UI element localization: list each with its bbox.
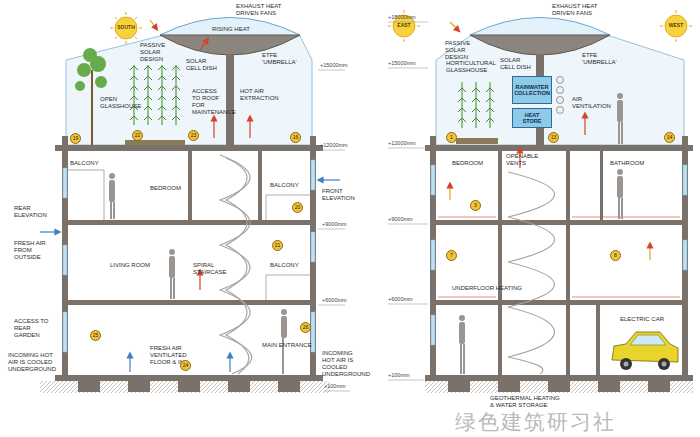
annotation: AIR VENTILATION bbox=[572, 96, 606, 110]
box-label: RAINWATER COLLECTION bbox=[514, 84, 550, 97]
annotation: EXHAUST HEAT DRIVEN FANS bbox=[236, 3, 286, 17]
annotation: INCOMING HOT AIR IS COOLED UNDERGROUND bbox=[322, 350, 366, 378]
callout-number: 7 bbox=[446, 250, 457, 261]
callout-number: 23 bbox=[188, 130, 199, 141]
annotation: INCOMING HOT AIR IS COOLED UNDERGROUND bbox=[8, 352, 56, 373]
right-section bbox=[388, 10, 693, 393]
annotation: RISING HEAT bbox=[212, 26, 250, 33]
annotation: ETFE 'UMBRELLA' bbox=[262, 52, 296, 66]
dimension-label: +6000mm bbox=[322, 297, 347, 303]
annotation: ACCESS TO REAR GARDEN bbox=[14, 318, 54, 339]
watermark: 绿色建筑研习社 bbox=[455, 410, 616, 434]
annotation: SOLAR CELL DISH bbox=[500, 57, 534, 71]
dimension-label: +100mm bbox=[324, 383, 346, 389]
annotation: EXHAUST HEAT DRIVEN FANS bbox=[552, 3, 602, 17]
annotation: BEDROOM bbox=[452, 160, 483, 167]
dimension-label: +100mm bbox=[388, 372, 410, 378]
annotation: FRESH AIR FROM OUTSIDE bbox=[14, 240, 54, 261]
annotation: BEDROOM bbox=[150, 185, 181, 192]
annotation: HORTICULTURAL GLASSHOUSE bbox=[446, 60, 494, 74]
annotation: BALCONY bbox=[270, 182, 299, 189]
callout-number: 16 bbox=[290, 132, 301, 143]
annotation: UNDERFLOOR HEATING bbox=[452, 285, 522, 292]
annotation: BATHROOM bbox=[610, 160, 644, 167]
left-section bbox=[40, 12, 350, 393]
callout-number: 24 bbox=[180, 360, 191, 371]
dimension-label: +9000mm bbox=[322, 221, 347, 227]
dimension-label: +6000mm bbox=[388, 296, 413, 302]
annotation: REAR ELEVATION bbox=[14, 205, 54, 219]
dimension-label: +15000mm bbox=[388, 60, 416, 66]
storage-box: HEAT STORE bbox=[512, 108, 552, 128]
box-label: HEAT STORE bbox=[515, 112, 549, 125]
annotation: BALCONY bbox=[70, 160, 99, 167]
callout-number: 3 bbox=[470, 200, 481, 211]
dimension-label: +9000mm bbox=[388, 216, 413, 222]
sun-label: WEST bbox=[669, 23, 683, 29]
annotation: SOLAR CELL DISH bbox=[186, 58, 222, 72]
callout-number: 13 bbox=[548, 132, 559, 143]
annotation: ETFE 'UMBRELLA' bbox=[582, 52, 616, 66]
dimension-label: +15000mm bbox=[320, 62, 348, 68]
callout-number: 1 bbox=[446, 132, 457, 143]
annotation: ACCESS TO ROOF FOR MAINTENANCE bbox=[192, 88, 224, 116]
annotation: ELECTRIC CAR bbox=[620, 316, 664, 323]
sun-label: SOUTH bbox=[117, 25, 135, 31]
dimension-label: +12000mm bbox=[320, 142, 348, 148]
callout-number: 19 bbox=[70, 133, 81, 144]
callout-number: 14 bbox=[664, 132, 675, 143]
annotation: FRONT ELEVATION bbox=[322, 188, 362, 202]
callout-number: 8 bbox=[610, 250, 621, 261]
annotation: HOT AIR EXTRACTION bbox=[240, 88, 270, 102]
annotation: GEOTHERMAL HEATING & WATER STORAGE bbox=[490, 395, 562, 409]
annotation: OPENABLE VENTS bbox=[506, 153, 540, 167]
annotation: BALCONY bbox=[270, 262, 299, 269]
annotation: MAIN ENTRANCE bbox=[262, 342, 312, 349]
callout-number: 26 bbox=[300, 322, 311, 333]
sun-label: EAST bbox=[397, 23, 410, 29]
callout-number: 20 bbox=[292, 202, 303, 213]
callout-number: 22 bbox=[132, 130, 143, 141]
callout-number: 25 bbox=[90, 330, 101, 341]
annotation: PASSIVE SOLAR DESIGN bbox=[445, 40, 481, 61]
annotation: PASSIVE SOLAR DESIGN bbox=[140, 42, 176, 63]
callout-number: 21 bbox=[272, 240, 283, 251]
annotation: LIVING ROOM bbox=[110, 262, 150, 269]
annotation: OPEN GLASSHOUSE bbox=[100, 96, 126, 110]
annotation: SPIRAL STAIRCASE bbox=[193, 262, 215, 276]
dimension-label: +18000mm bbox=[388, 14, 416, 20]
dimension-label: +12000mm bbox=[388, 140, 416, 146]
storage-box: RAINWATER COLLECTION bbox=[512, 76, 552, 104]
